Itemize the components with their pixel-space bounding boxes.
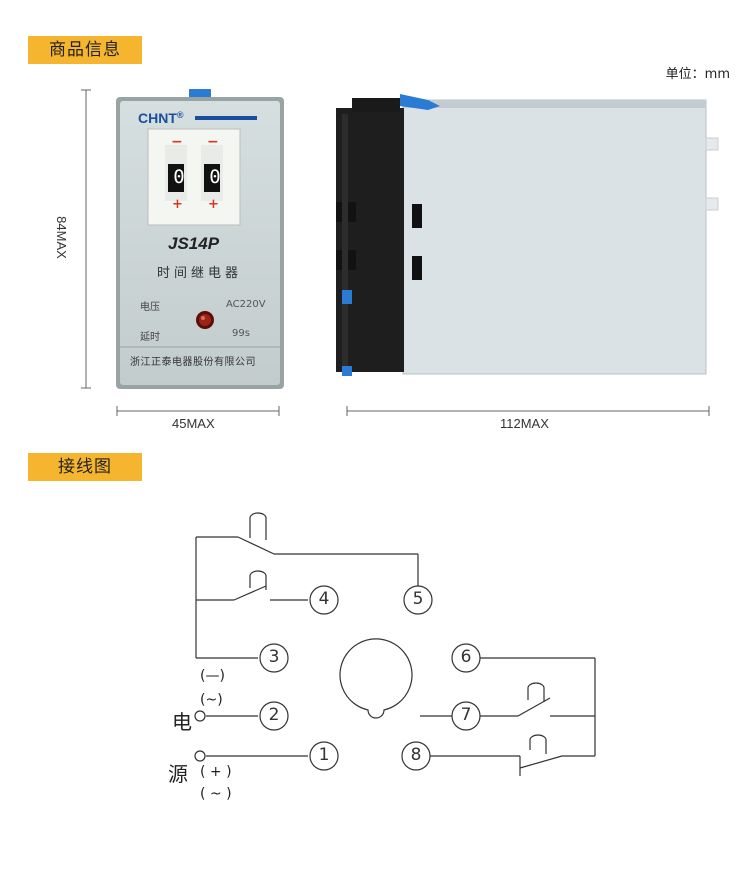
left-minus-button[interactable]: −: [171, 134, 183, 150]
voltage-label: 电压: [140, 302, 160, 313]
delay-label: 延时: [140, 332, 160, 343]
unit-label: 单位：mm: [665, 67, 730, 82]
depth-dimension: 112MAX: [500, 416, 549, 431]
terminal-8-label: 8: [410, 745, 422, 765]
terminal-7-label: 7: [460, 705, 472, 725]
wiring-tag: 接线图: [28, 453, 142, 481]
width-dimension: 45MAX: [172, 416, 215, 431]
delay-value: 99s: [232, 328, 250, 339]
polarity-plus: ( + ): [200, 764, 232, 780]
device-name: 时间继电器: [157, 266, 243, 281]
polarity-ac-lower: ( ~ ): [200, 786, 232, 802]
manufacturer-label: 浙江正泰电器股份有限公司: [130, 357, 256, 368]
terminal-2-label: 2: [268, 705, 280, 725]
right-minus-button[interactable]: −: [207, 134, 219, 150]
relay-front-view: [116, 89, 284, 389]
height-dimension: 84MAX: [53, 216, 69, 259]
terminal-4-label: 4: [318, 589, 330, 609]
right-plus-button[interactable]: +: [208, 197, 219, 212]
model-label: JS14P: [168, 234, 220, 253]
right-digit: 0: [209, 166, 221, 188]
terminal-3-label: 3: [268, 647, 280, 667]
dimension-lines: [81, 89, 710, 416]
left-digit: 0: [173, 166, 185, 188]
voltage-value: AC220V: [226, 299, 266, 310]
power-label-dian: 电: [172, 710, 192, 734]
wiring-diagram: [194, 512, 596, 776]
polarity-ac-upper: (~): [200, 692, 223, 708]
brand-logo: CHNT®: [138, 110, 184, 126]
left-plus-button[interactable]: +: [172, 197, 183, 212]
power-label-yuan: 源: [168, 762, 188, 786]
relay-side-view: [336, 94, 719, 376]
terminal-6-label: 6: [460, 647, 472, 667]
product-info-tag: 商品信息: [28, 36, 142, 64]
terminal-1-label: 1: [318, 745, 330, 765]
polarity-minus: (—): [200, 668, 225, 684]
terminal-5-label: 5: [412, 589, 424, 609]
